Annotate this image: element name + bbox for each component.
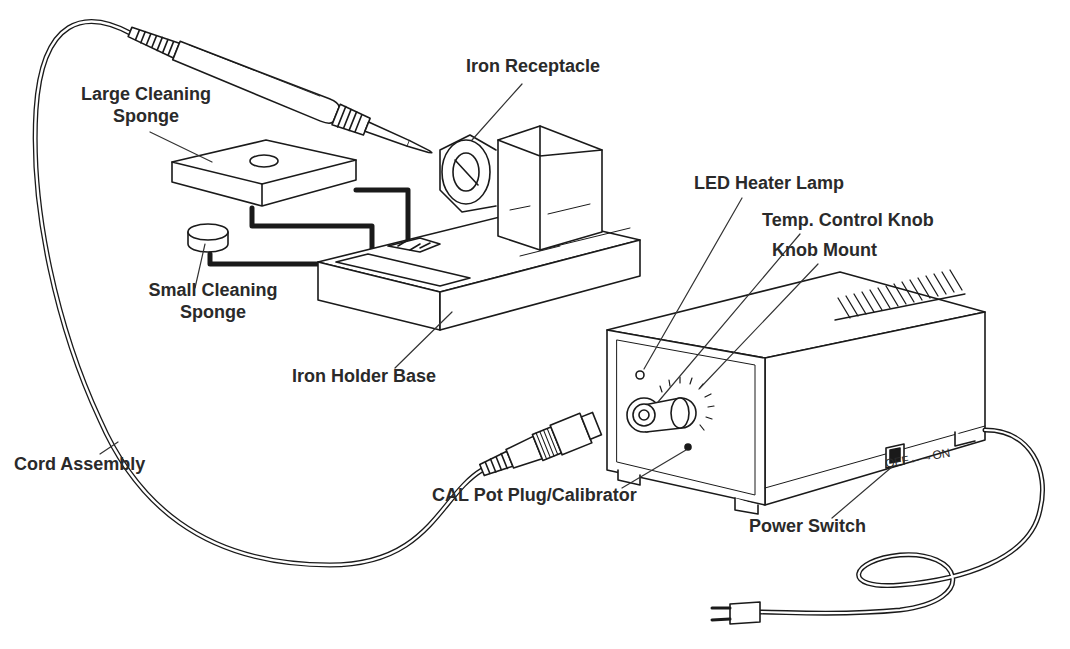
part-label: CAL Pot Plug/Calibrator xyxy=(432,485,722,507)
part-label: Large Cleaning Sponge xyxy=(58,84,234,127)
part-label: LED Heater Lamp xyxy=(694,173,904,195)
part-label: Power Switch xyxy=(749,516,919,538)
part-label: Iron Receptacle xyxy=(466,56,656,78)
part-label: Cord Assembly xyxy=(14,454,204,476)
part-label: Knob Mount xyxy=(772,240,932,262)
part-label: Iron Holder Base xyxy=(292,366,492,388)
part-label: Small Cleaning Sponge xyxy=(118,280,308,323)
part-label: Temp. Control Knob xyxy=(762,210,1002,232)
